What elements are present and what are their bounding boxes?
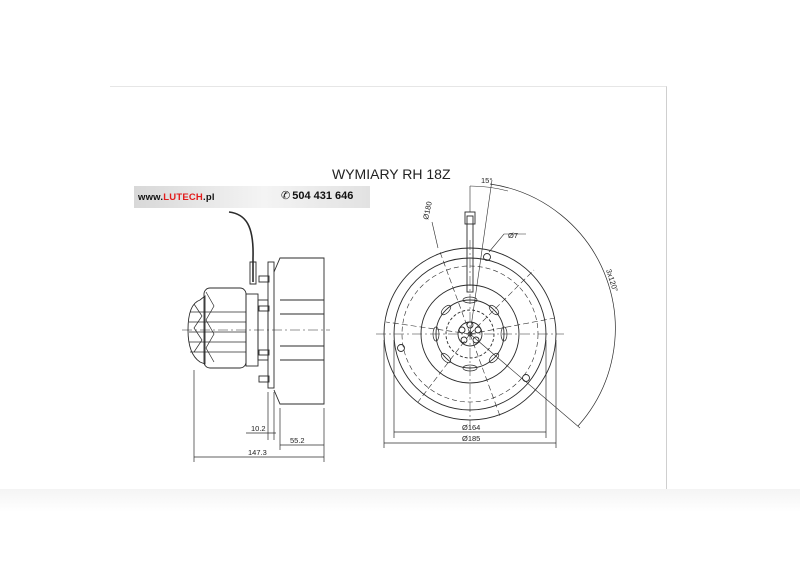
- website-brand: LUTECH: [163, 192, 203, 203]
- bolt-angle-label: 3x120°: [604, 268, 620, 293]
- phone-number: ✆504 431 646: [281, 189, 353, 202]
- pcd-180-label: Ø180: [421, 201, 434, 221]
- dimension-164: Ø164: [462, 423, 480, 432]
- mount-hole-right: [522, 374, 530, 382]
- angle-15-label: 15°: [481, 176, 492, 185]
- brand-banner: [134, 186, 370, 208]
- mount-hole-left: [397, 344, 405, 352]
- hub-spokes: [385, 251, 556, 417]
- pcd-180-leader: [431, 221, 439, 249]
- power-cable: [228, 211, 254, 282]
- dimension-185: Ø185: [462, 434, 480, 443]
- phone-icon: ✆: [281, 190, 291, 202]
- hole-7-leader: [488, 233, 526, 253]
- side-dimension-lines: [193, 370, 325, 462]
- website-prefix: www.: [138, 192, 164, 203]
- scan-margin: [0, 489, 800, 581]
- phone-number-text: 504 431 646: [292, 190, 354, 202]
- mount-bolt-top: [258, 275, 270, 283]
- website-suffix: .pl: [203, 192, 215, 203]
- motor-cap: [187, 295, 206, 365]
- front-view: [376, 179, 616, 448]
- cable-outlet: [466, 215, 474, 293]
- hole-7-label: Ø7: [508, 231, 518, 240]
- drawing-title: WYMIARY RH 18Z: [332, 166, 451, 182]
- dimension-10-2: 10.2: [251, 424, 266, 433]
- dimension-55-2: 55.2: [290, 436, 305, 445]
- mount-hole-top: [483, 253, 491, 261]
- cable-sleeve: [249, 261, 257, 285]
- motor-fins: [189, 291, 246, 363]
- dimension-147-3: 147.3: [248, 448, 267, 457]
- mount-bolt-mid2: [258, 349, 270, 356]
- mounting-plate: [267, 261, 275, 389]
- side-view: [182, 211, 330, 462]
- angle-ray-top: [469, 179, 493, 335]
- angle-15-arc: [469, 185, 509, 192]
- impeller-blades: [280, 299, 324, 361]
- cable-gland: [464, 211, 476, 225]
- mount-bolt-mid1: [258, 305, 270, 312]
- mount-bolt-bottom: [258, 375, 270, 383]
- bolt-angle-arc: [489, 183, 616, 427]
- website-link[interactable]: www.LUTECH.pl: [138, 192, 215, 203]
- front-dimension-lines: [383, 340, 557, 448]
- angle-ray-bottom: [469, 333, 581, 429]
- impeller-housing: [273, 257, 325, 405]
